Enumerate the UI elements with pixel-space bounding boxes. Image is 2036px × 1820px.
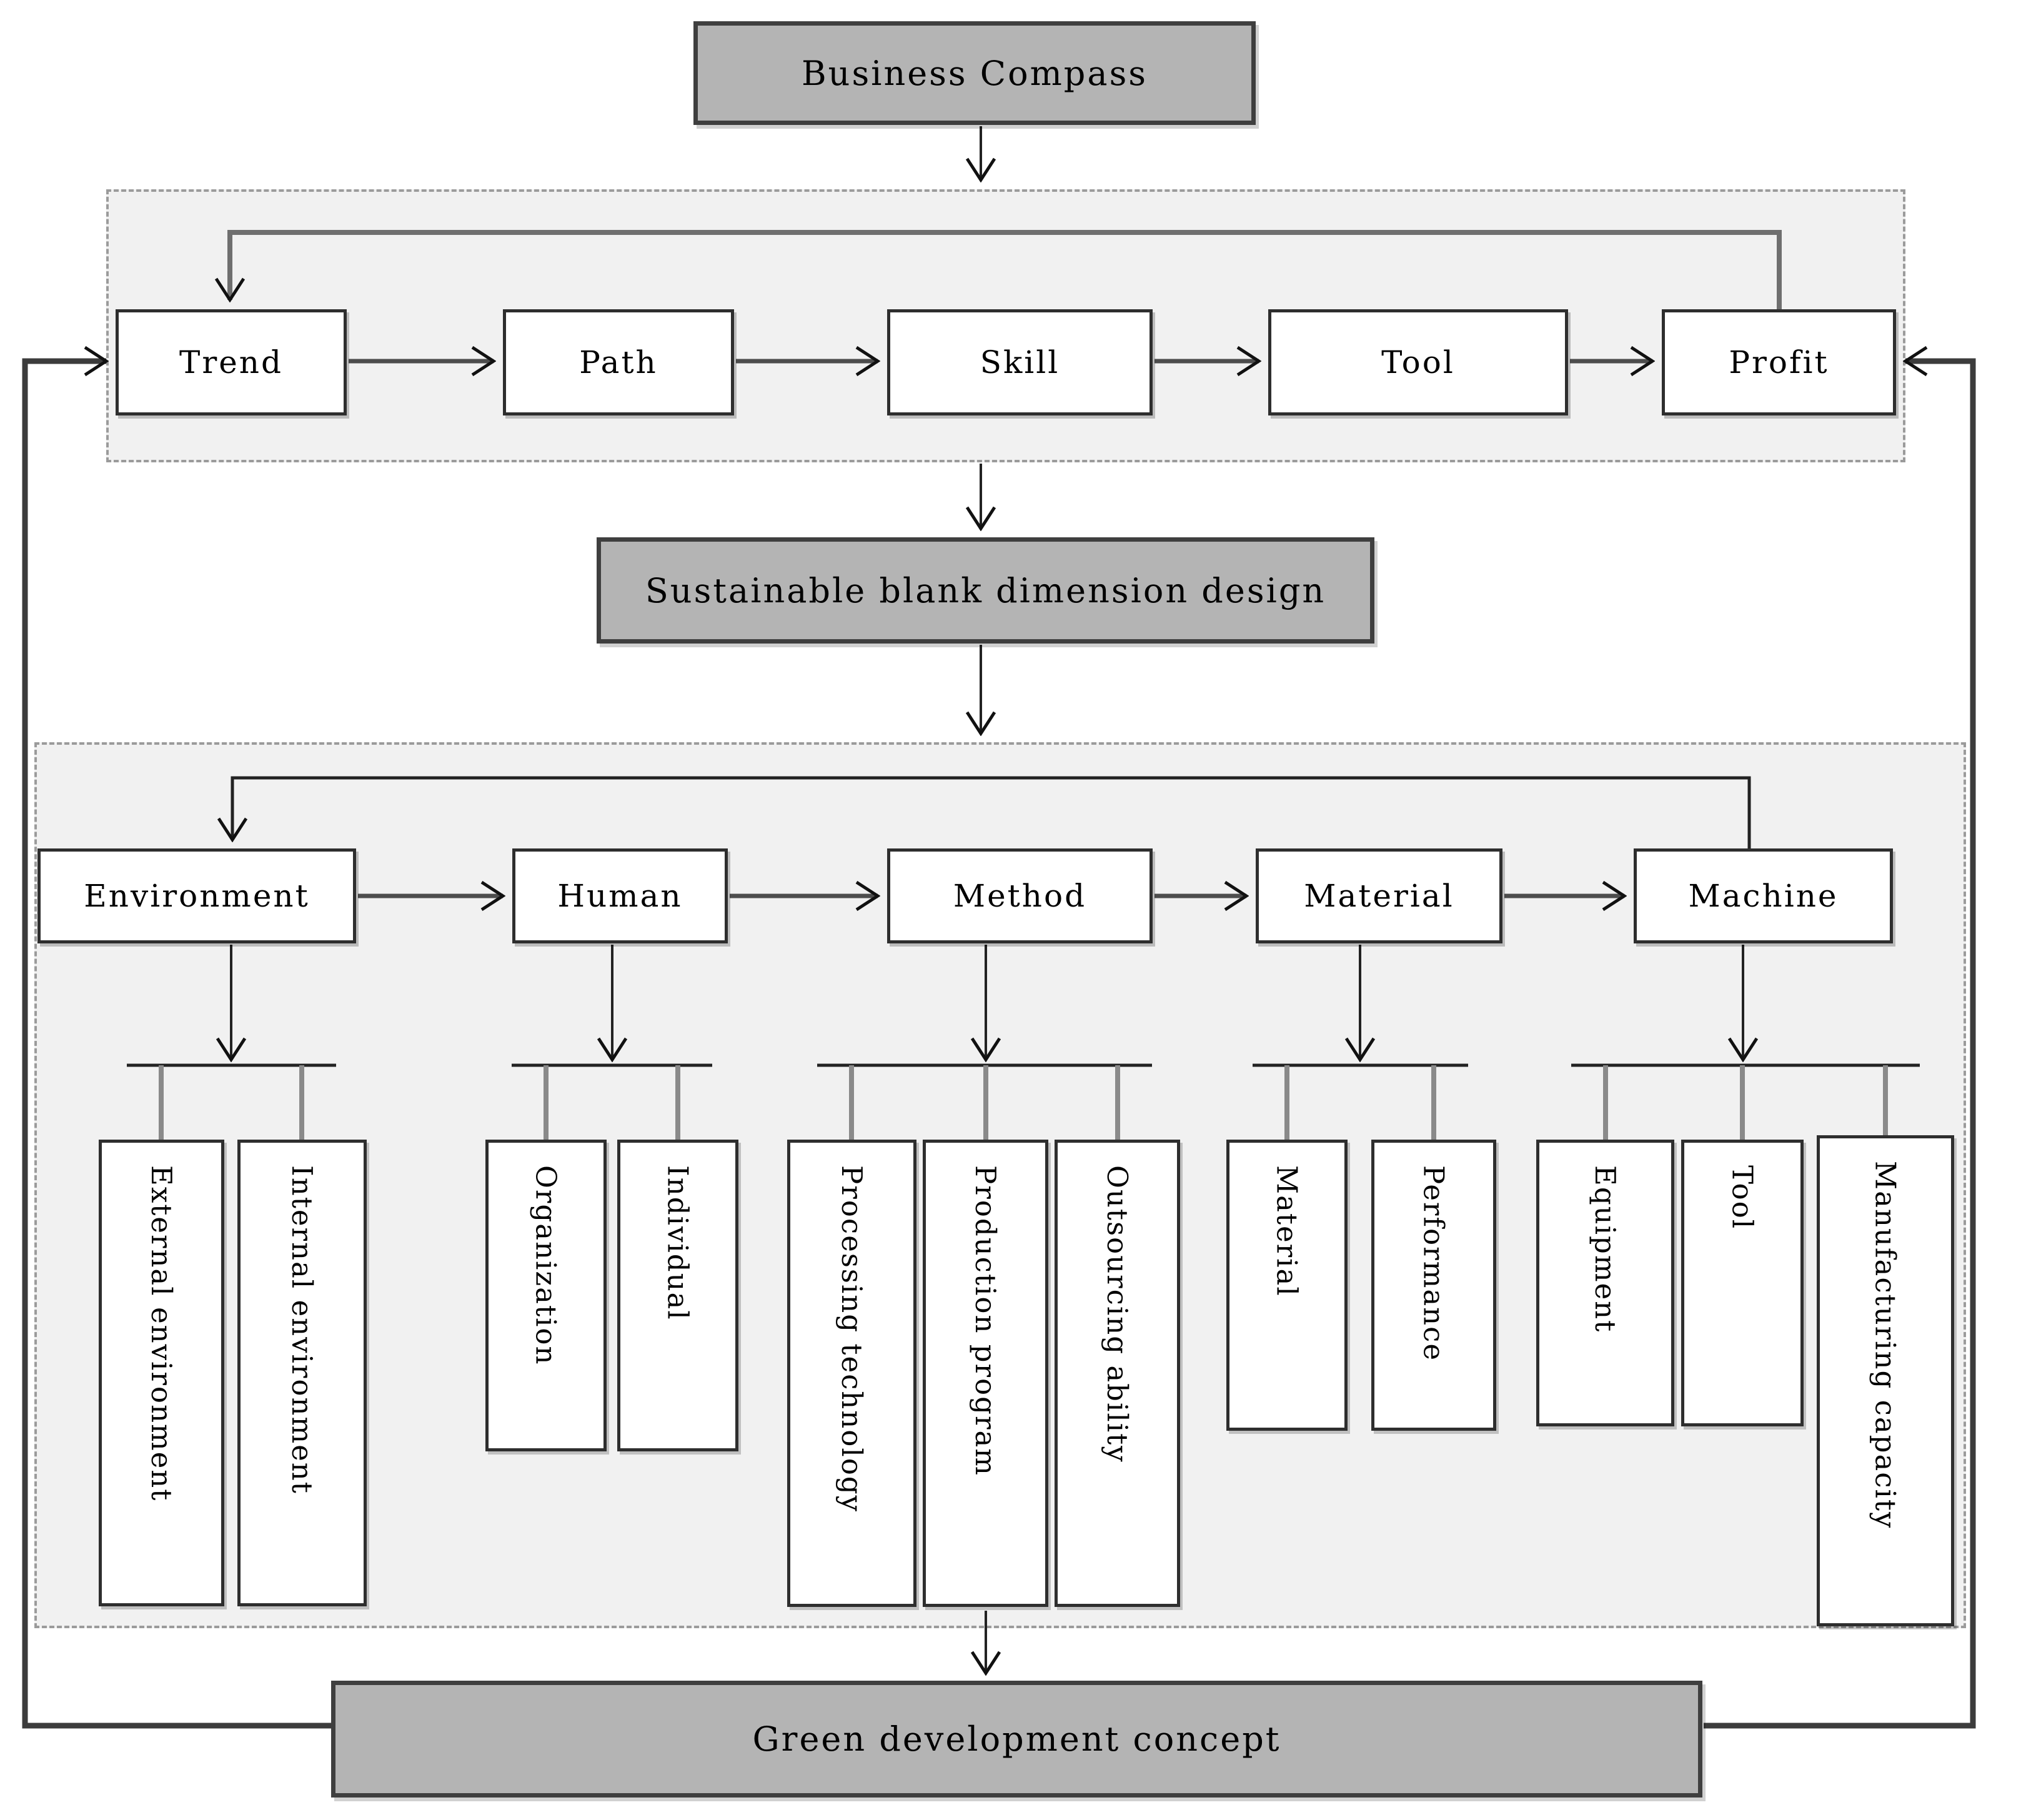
node-label: Environment (84, 878, 310, 914)
node-label: Green development concept (752, 1719, 1281, 1759)
subnode-label: External environment (145, 1165, 178, 1502)
subnode-label: Individual (661, 1165, 695, 1321)
node-business-compass: Business Compass (693, 21, 1256, 125)
subnode-production-program: Production program (923, 1140, 1048, 1607)
node-label: Method (953, 878, 1087, 914)
subnode-performance: Performance (1371, 1140, 1496, 1431)
subnode-label: Organization (529, 1165, 563, 1366)
node-trend: Trend (116, 309, 347, 415)
node-human: Human (512, 848, 728, 943)
subnode-label: Processing technology (835, 1165, 868, 1513)
subnode-material: Material (1226, 1140, 1348, 1431)
subnode-label: Equipment (1589, 1165, 1622, 1333)
subnode-external-environment: External environment (99, 1140, 224, 1606)
subnode-label: Production program (969, 1165, 1002, 1476)
node-label: Tool (1381, 344, 1455, 380)
node-label: Material (1304, 878, 1454, 914)
subnode-processing-technology: Processing technology (787, 1140, 916, 1607)
subnode-organization: Organization (485, 1140, 607, 1451)
subnode-label: Tool (1726, 1165, 1759, 1230)
subnode-manufacturing-capacity: Manufacturing capacity (1817, 1135, 1954, 1626)
subnode-label: Performance (1417, 1165, 1451, 1361)
subnode-internal-environment: Internal environment (237, 1140, 367, 1606)
node-label: Path (579, 344, 658, 380)
node-label: Sustainable blank dimension design (645, 570, 1326, 610)
node-tool: Tool (1268, 309, 1568, 415)
node-profit: Profit (1662, 309, 1896, 415)
node-label: Profit (1729, 344, 1829, 380)
node-skill: Skill (887, 309, 1153, 415)
subnode-outsourcing-ability: Outsourcing ability (1055, 1140, 1180, 1607)
subnode-label: Internal environment (286, 1165, 319, 1494)
node-label: Skill (980, 344, 1060, 380)
node-label: Machine (1688, 878, 1839, 914)
subnode-individual: Individual (617, 1140, 738, 1451)
node-green-development: Green development concept (331, 1681, 1702, 1798)
subnode-tool: Tool (1681, 1140, 1804, 1426)
node-environment: Environment (37, 848, 356, 943)
node-method: Method (887, 848, 1153, 943)
node-material: Material (1256, 848, 1502, 943)
node-machine: Machine (1634, 848, 1893, 943)
node-label: Trend (179, 344, 284, 380)
node-path: Path (503, 309, 734, 415)
subnode-label: Material (1270, 1165, 1304, 1297)
node-label: Business Compass (802, 53, 1148, 93)
subnode-equipment: Equipment (1536, 1140, 1674, 1426)
node-sustainable-design: Sustainable blank dimension design (597, 537, 1374, 644)
subnode-label: Manufacturing capacity (1869, 1161, 1902, 1529)
node-label: Human (557, 878, 683, 914)
subnode-label: Outsourcing ability (1101, 1165, 1134, 1463)
